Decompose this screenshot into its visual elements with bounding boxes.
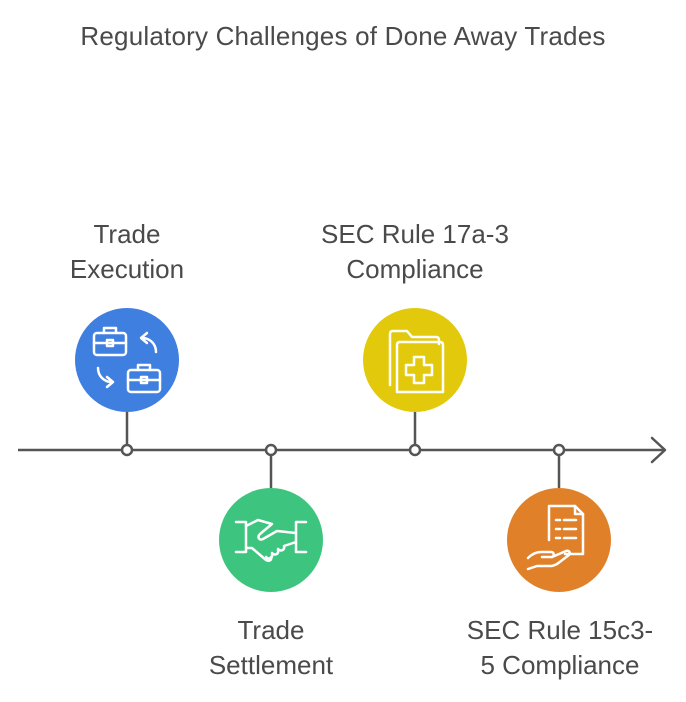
timeline-axis [18, 436, 667, 464]
axis-marker [408, 443, 422, 457]
axis-marker [264, 443, 278, 457]
briefcase-exchange-icon [92, 326, 162, 394]
milestone-circle [219, 488, 323, 592]
axis-marker [552, 443, 566, 457]
label-sec-rule-17a-3: SEC Rule 17a-3 Compliance [321, 219, 509, 284]
milestone-circle [507, 488, 611, 592]
medical-folder-icon [388, 329, 445, 394]
diagram-title: Regulatory Challenges of Done Away Trade… [80, 21, 606, 51]
milestone-sec-rule-17a-3 [363, 308, 467, 457]
milestone-circle [75, 308, 179, 412]
handshake-icon [234, 518, 308, 563]
document-hand-icon [526, 504, 585, 571]
label-trade-execution: Trade Execution [69, 219, 185, 284]
milestone-trade-execution [75, 308, 179, 457]
label-trade-settlement: Trade Settlement [208, 615, 334, 680]
axis-arrow-head [650, 436, 667, 464]
milestone-sec-rule-15c3-5 [507, 443, 611, 592]
axis-marker [120, 443, 134, 457]
label-sec-rule-15c3-5: SEC Rule 15c3- 5 Compliance [466, 615, 654, 680]
milestone-trade-settlement [219, 443, 323, 592]
